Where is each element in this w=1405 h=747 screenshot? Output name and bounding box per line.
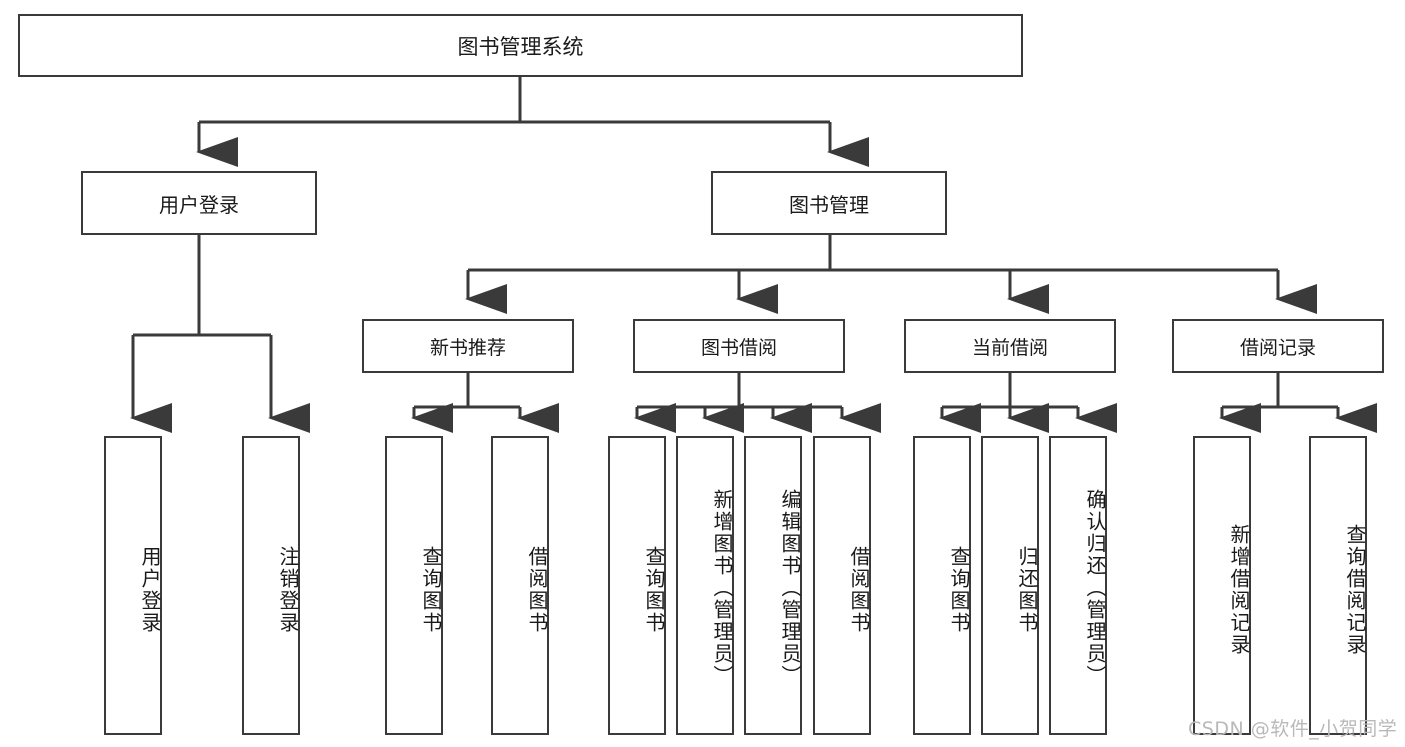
node-borrow-record-label: 借阅记录 bbox=[1239, 336, 1316, 359]
node-book-manage[interactable]: 图书管理 bbox=[711, 171, 947, 235]
node-user-login[interactable]: 用户登录 bbox=[81, 171, 317, 235]
node-book-borrow[interactable]: 图书借阅 bbox=[633, 319, 845, 373]
node-borrow-record[interactable]: 借阅记录 bbox=[1172, 319, 1384, 373]
node-new-book-recommend[interactable]: 新书推荐 bbox=[362, 319, 574, 373]
leaf-user-login-label: 用户登录 bbox=[138, 545, 162, 634]
leaf-query-book-3-label: 查询图书 bbox=[947, 545, 971, 634]
leaf-add-record[interactable]: 新增借阅记录 bbox=[1193, 436, 1251, 735]
leaf-return-book[interactable]: 归还图书 bbox=[981, 436, 1039, 735]
leaf-query-record[interactable]: 查询借阅记录 bbox=[1309, 436, 1367, 735]
leaf-add-book-label: 新增图书（管理员） bbox=[710, 488, 734, 687]
node-root-label: 图书管理系统 bbox=[457, 34, 584, 59]
leaf-confirm-return[interactable]: 确认归还（管理员） bbox=[1049, 436, 1107, 735]
leaf-query-record-label: 查询借阅记录 bbox=[1343, 523, 1367, 656]
leaf-add-book[interactable]: 新增图书（管理员） bbox=[676, 436, 734, 735]
node-current-borrow[interactable]: 当前借阅 bbox=[904, 319, 1116, 373]
node-current-borrow-label: 当前借阅 bbox=[971, 336, 1048, 359]
leaf-logout-label: 注销登录 bbox=[276, 545, 300, 634]
leaf-logout[interactable]: 注销登录 bbox=[242, 436, 300, 735]
node-book-borrow-label: 图书借阅 bbox=[700, 336, 777, 359]
leaf-user-login[interactable]: 用户登录 bbox=[104, 436, 162, 735]
node-new-book-recommend-label: 新书推荐 bbox=[429, 336, 506, 359]
node-user-login-label: 用户登录 bbox=[159, 192, 239, 217]
leaf-borrow-book-2-label: 借阅图书 bbox=[847, 545, 871, 634]
leaf-edit-book-label: 编辑图书（管理员） bbox=[778, 488, 802, 687]
leaf-borrow-book-1[interactable]: 借阅图书 bbox=[491, 436, 549, 735]
leaf-edit-book[interactable]: 编辑图书（管理员） bbox=[744, 436, 802, 735]
leaf-query-book-2[interactable]: 查询图书 bbox=[608, 436, 666, 735]
node-book-manage-label: 图书管理 bbox=[789, 192, 869, 217]
leaf-query-book-3[interactable]: 查询图书 bbox=[913, 436, 971, 735]
leaf-return-book-label: 归还图书 bbox=[1015, 545, 1039, 634]
csdn-watermark: CSDN @软件_小贺同学 bbox=[1188, 718, 1398, 740]
leaf-query-book-2-label: 查询图书 bbox=[642, 545, 666, 634]
node-root[interactable]: 图书管理系统 bbox=[18, 14, 1023, 77]
leaf-query-book-1[interactable]: 查询图书 bbox=[385, 436, 443, 735]
leaf-confirm-return-label: 确认归还（管理员） bbox=[1083, 488, 1107, 687]
leaf-add-record-label: 新增借阅记录 bbox=[1227, 523, 1251, 656]
leaf-borrow-book-2[interactable]: 借阅图书 bbox=[813, 436, 871, 735]
leaf-query-book-1-label: 查询图书 bbox=[419, 545, 443, 634]
leaf-borrow-book-1-label: 借阅图书 bbox=[525, 545, 549, 634]
